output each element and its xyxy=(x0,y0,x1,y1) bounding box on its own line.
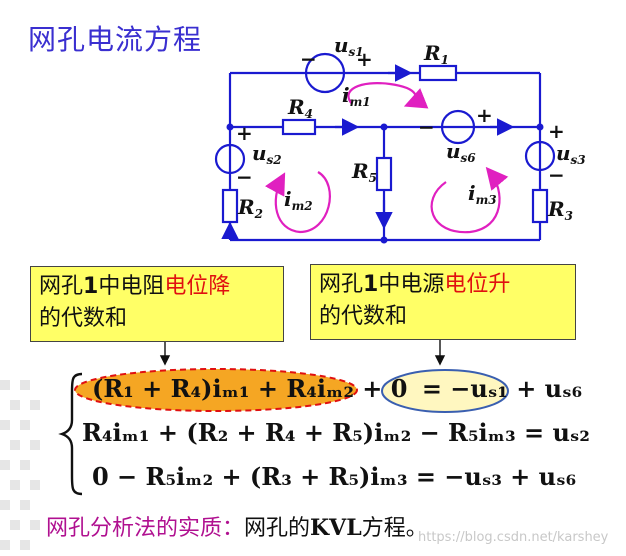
source-us1 xyxy=(304,52,346,94)
label-im1: im1 xyxy=(342,83,371,109)
label-us2: us2 xyxy=(252,141,282,167)
source-us3 xyxy=(524,140,556,172)
summary-text-a: 网孔的 xyxy=(244,516,311,541)
box-left-line2: 的代数和 xyxy=(39,306,128,331)
annotation-box-source: 网孔1中电源电位升 的代数和 xyxy=(310,264,576,340)
box-right-text-b: 中电源 xyxy=(378,272,445,297)
ellipse-source-rise xyxy=(381,369,509,413)
ellipse-resistor-drop xyxy=(74,368,358,412)
current-arrows xyxy=(221,64,515,240)
summary-text-b: 方程。 xyxy=(361,516,428,541)
resistor-R3 xyxy=(531,188,549,224)
box-right-num: 1 xyxy=(363,272,379,297)
resistor-R5 xyxy=(375,156,393,192)
box-right-highlight: 电位升 xyxy=(444,272,511,297)
mesh-loop-arrows xyxy=(264,82,509,234)
label-R2: R2 xyxy=(237,195,263,221)
equation-brace xyxy=(58,372,83,496)
annotation-box-resistor: 网孔1中电阻电位降 的代数和 xyxy=(30,266,284,342)
label-us3-plus: + xyxy=(548,119,565,143)
box-right-line2: 的代数和 xyxy=(319,304,408,329)
box-left-text-a: 网孔 xyxy=(39,274,84,299)
resistor-R2 xyxy=(221,188,239,224)
label-us1: us1 xyxy=(334,33,364,59)
resistor-R1 xyxy=(418,64,458,82)
equation-1-lhs: (R₁ + R₄)iₘ₁ + R₄iₘ₂ + 0 xyxy=(92,374,408,403)
page-title: 网孔电流方程 xyxy=(28,23,203,56)
label-R5: R5 xyxy=(351,159,377,185)
loop-im2 xyxy=(264,171,331,234)
label-us1-plus: + xyxy=(356,47,373,71)
watermark: https://blog.csdn.net/karshey xyxy=(418,530,609,545)
resistors xyxy=(221,64,549,224)
label-us6-minus: − xyxy=(418,115,435,139)
equation-3: 0 − R₅iₘ₂ + (R₃ + R₅)iₘ₃ = −uₛ₃ + uₛ₆ xyxy=(92,462,577,491)
label-us2-plus: + xyxy=(236,121,253,145)
label-R1: R1 xyxy=(423,41,449,67)
source-us2 xyxy=(214,143,246,175)
pointer-arrows xyxy=(159,340,446,366)
equation-1: (R₁ + R₄)iₘ₁ + R₄iₘ₂ + 0 = −uₛ₁ + uₛ₆ xyxy=(92,374,582,403)
label-us3-minus: − xyxy=(548,163,565,187)
label-us6: us6 xyxy=(446,139,476,165)
label-R4: R4 xyxy=(287,95,313,121)
box-right-text-a: 网孔 xyxy=(319,272,364,297)
label-us2-minus: − xyxy=(236,165,253,189)
loop-im3 xyxy=(430,166,509,234)
box-left-text-b: 中电阻 xyxy=(98,274,165,299)
junction-dots xyxy=(226,123,544,244)
label-R3: R3 xyxy=(547,197,573,223)
label-us3: us3 xyxy=(556,141,586,167)
label-im3: im3 xyxy=(468,181,497,207)
resistor-R4 xyxy=(281,118,317,136)
summary-kvl: KVL xyxy=(310,515,362,541)
summary-label: 网孔分析法的实质： xyxy=(46,516,245,541)
equation-1-rhs: = −uₛ₁ + uₛ₆ xyxy=(421,374,583,403)
source-us6 xyxy=(440,109,476,145)
label-us6-plus: + xyxy=(476,103,493,127)
box-left-highlight: 电位降 xyxy=(164,274,231,299)
box-left-num: 1 xyxy=(83,274,99,299)
label-im2: im2 xyxy=(284,187,313,213)
equation-2: R₄iₘ₁ + (R₂ + R₄ + R₅)iₘ₂ − R₅iₘ₃ = uₛ₂ xyxy=(82,418,590,447)
loop-im1 xyxy=(347,82,429,109)
label-us1-minus: − xyxy=(300,47,317,71)
summary-line: 网孔分析法的实质：网孔的KVL方程。 xyxy=(46,510,428,542)
